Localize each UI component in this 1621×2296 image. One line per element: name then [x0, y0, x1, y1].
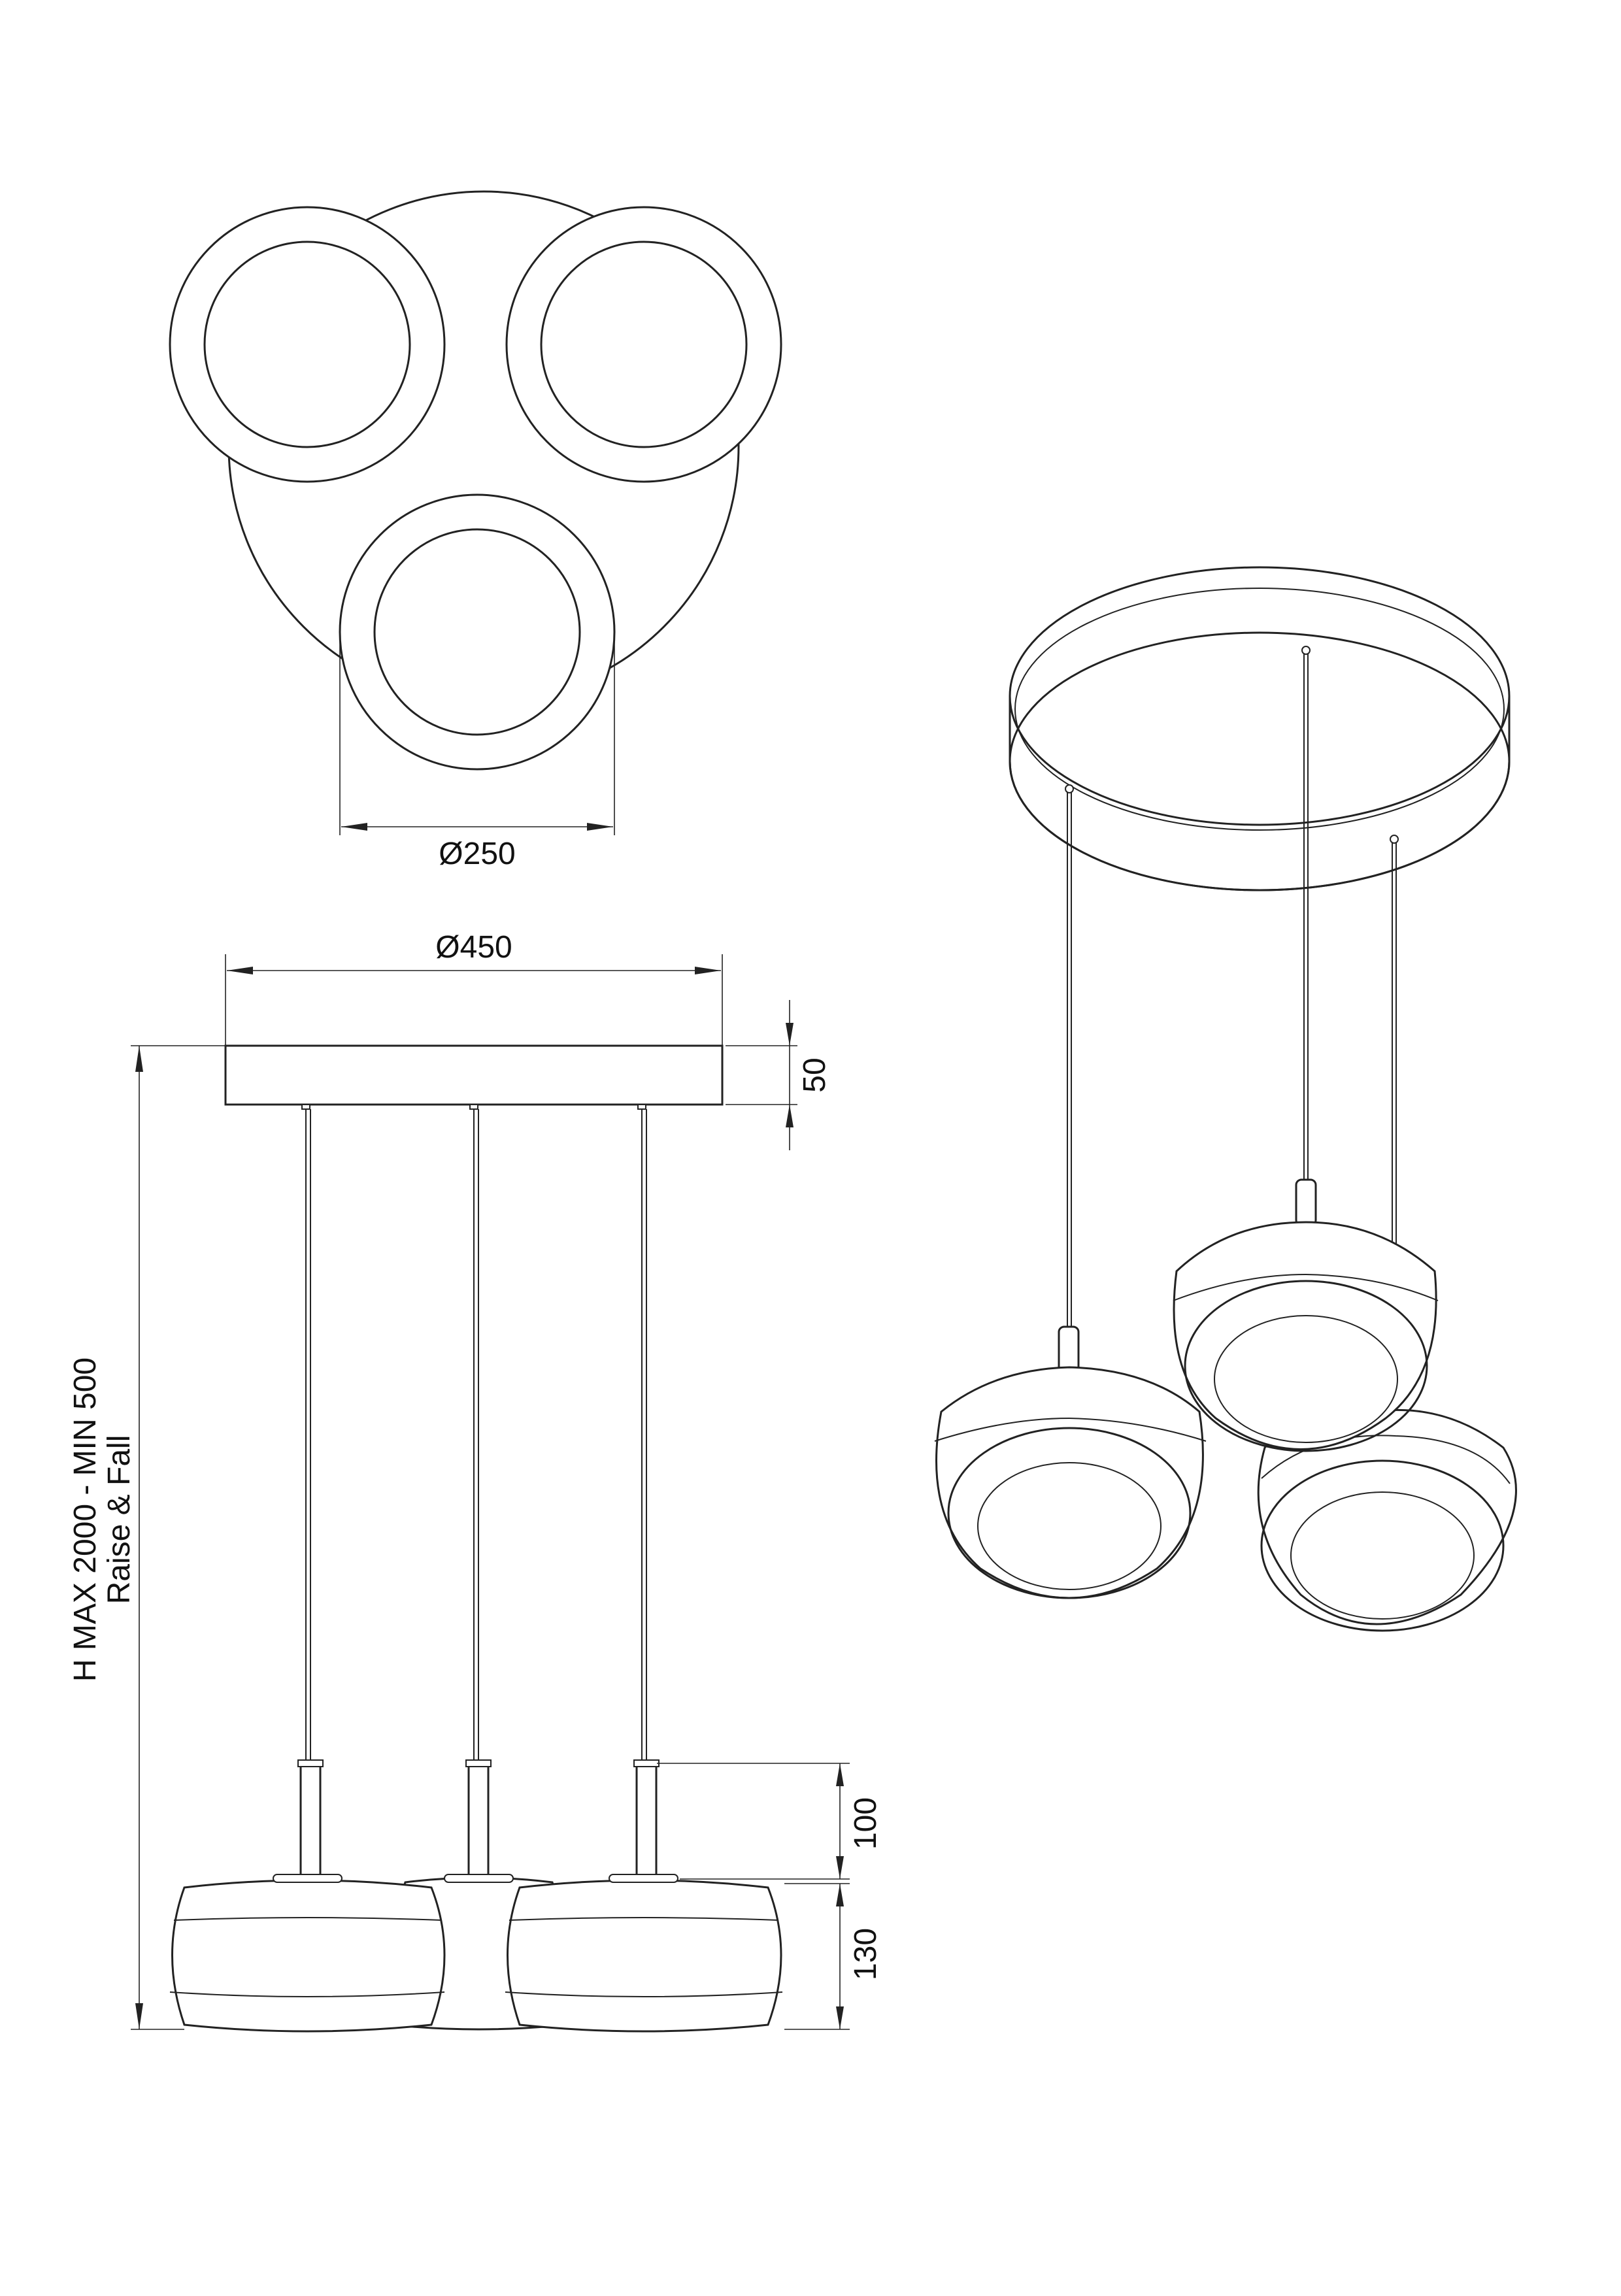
side-view-shade-left — [169, 1874, 446, 2033]
perspective-view — [934, 566, 1517, 1632]
top-view-shade-right — [505, 206, 782, 483]
side-view-canopy — [224, 1044, 724, 1106]
label-height-note: Raise & Fall — [102, 1435, 137, 1605]
label-shade-diameter: Ø250 — [439, 837, 515, 871]
dimension-canopy-height: 50 — [726, 1000, 832, 1150]
dimension-shade-diameter: Ø250 — [339, 637, 615, 871]
label-canopy-diameter: Ø450 — [435, 930, 512, 965]
label-stem-height: 100 — [848, 1797, 883, 1850]
perspective-shade-middle — [1173, 1178, 1439, 1452]
dimension-shade-height: 130 — [784, 1883, 883, 2030]
top-view: Ø250 — [169, 190, 782, 871]
side-view: Ø450 50 — [68, 930, 883, 2033]
top-view-shade-bottom — [339, 493, 616, 771]
dimension-overall-height: H MAX 2000 - MIN 500 Raise & Fall — [68, 1045, 226, 2030]
perspective-shade-left — [934, 1325, 1207, 1599]
top-view-shade-left — [169, 206, 446, 483]
perspective-canopy — [1009, 566, 1511, 891]
label-canopy-height: 50 — [797, 1057, 832, 1092]
dimension-stem-height: 100 — [657, 1763, 883, 1880]
perspective-cables — [1065, 646, 1399, 1327]
side-view-cables — [301, 1104, 647, 1765]
side-view-shade-right — [505, 1874, 783, 2033]
dimension-canopy-diameter: Ø450 — [225, 930, 723, 1046]
label-overall-height: H MAX 2000 - MIN 500 — [68, 1357, 103, 1682]
side-view-stems — [297, 1759, 660, 1880]
label-shade-height: 130 — [848, 1928, 883, 1980]
